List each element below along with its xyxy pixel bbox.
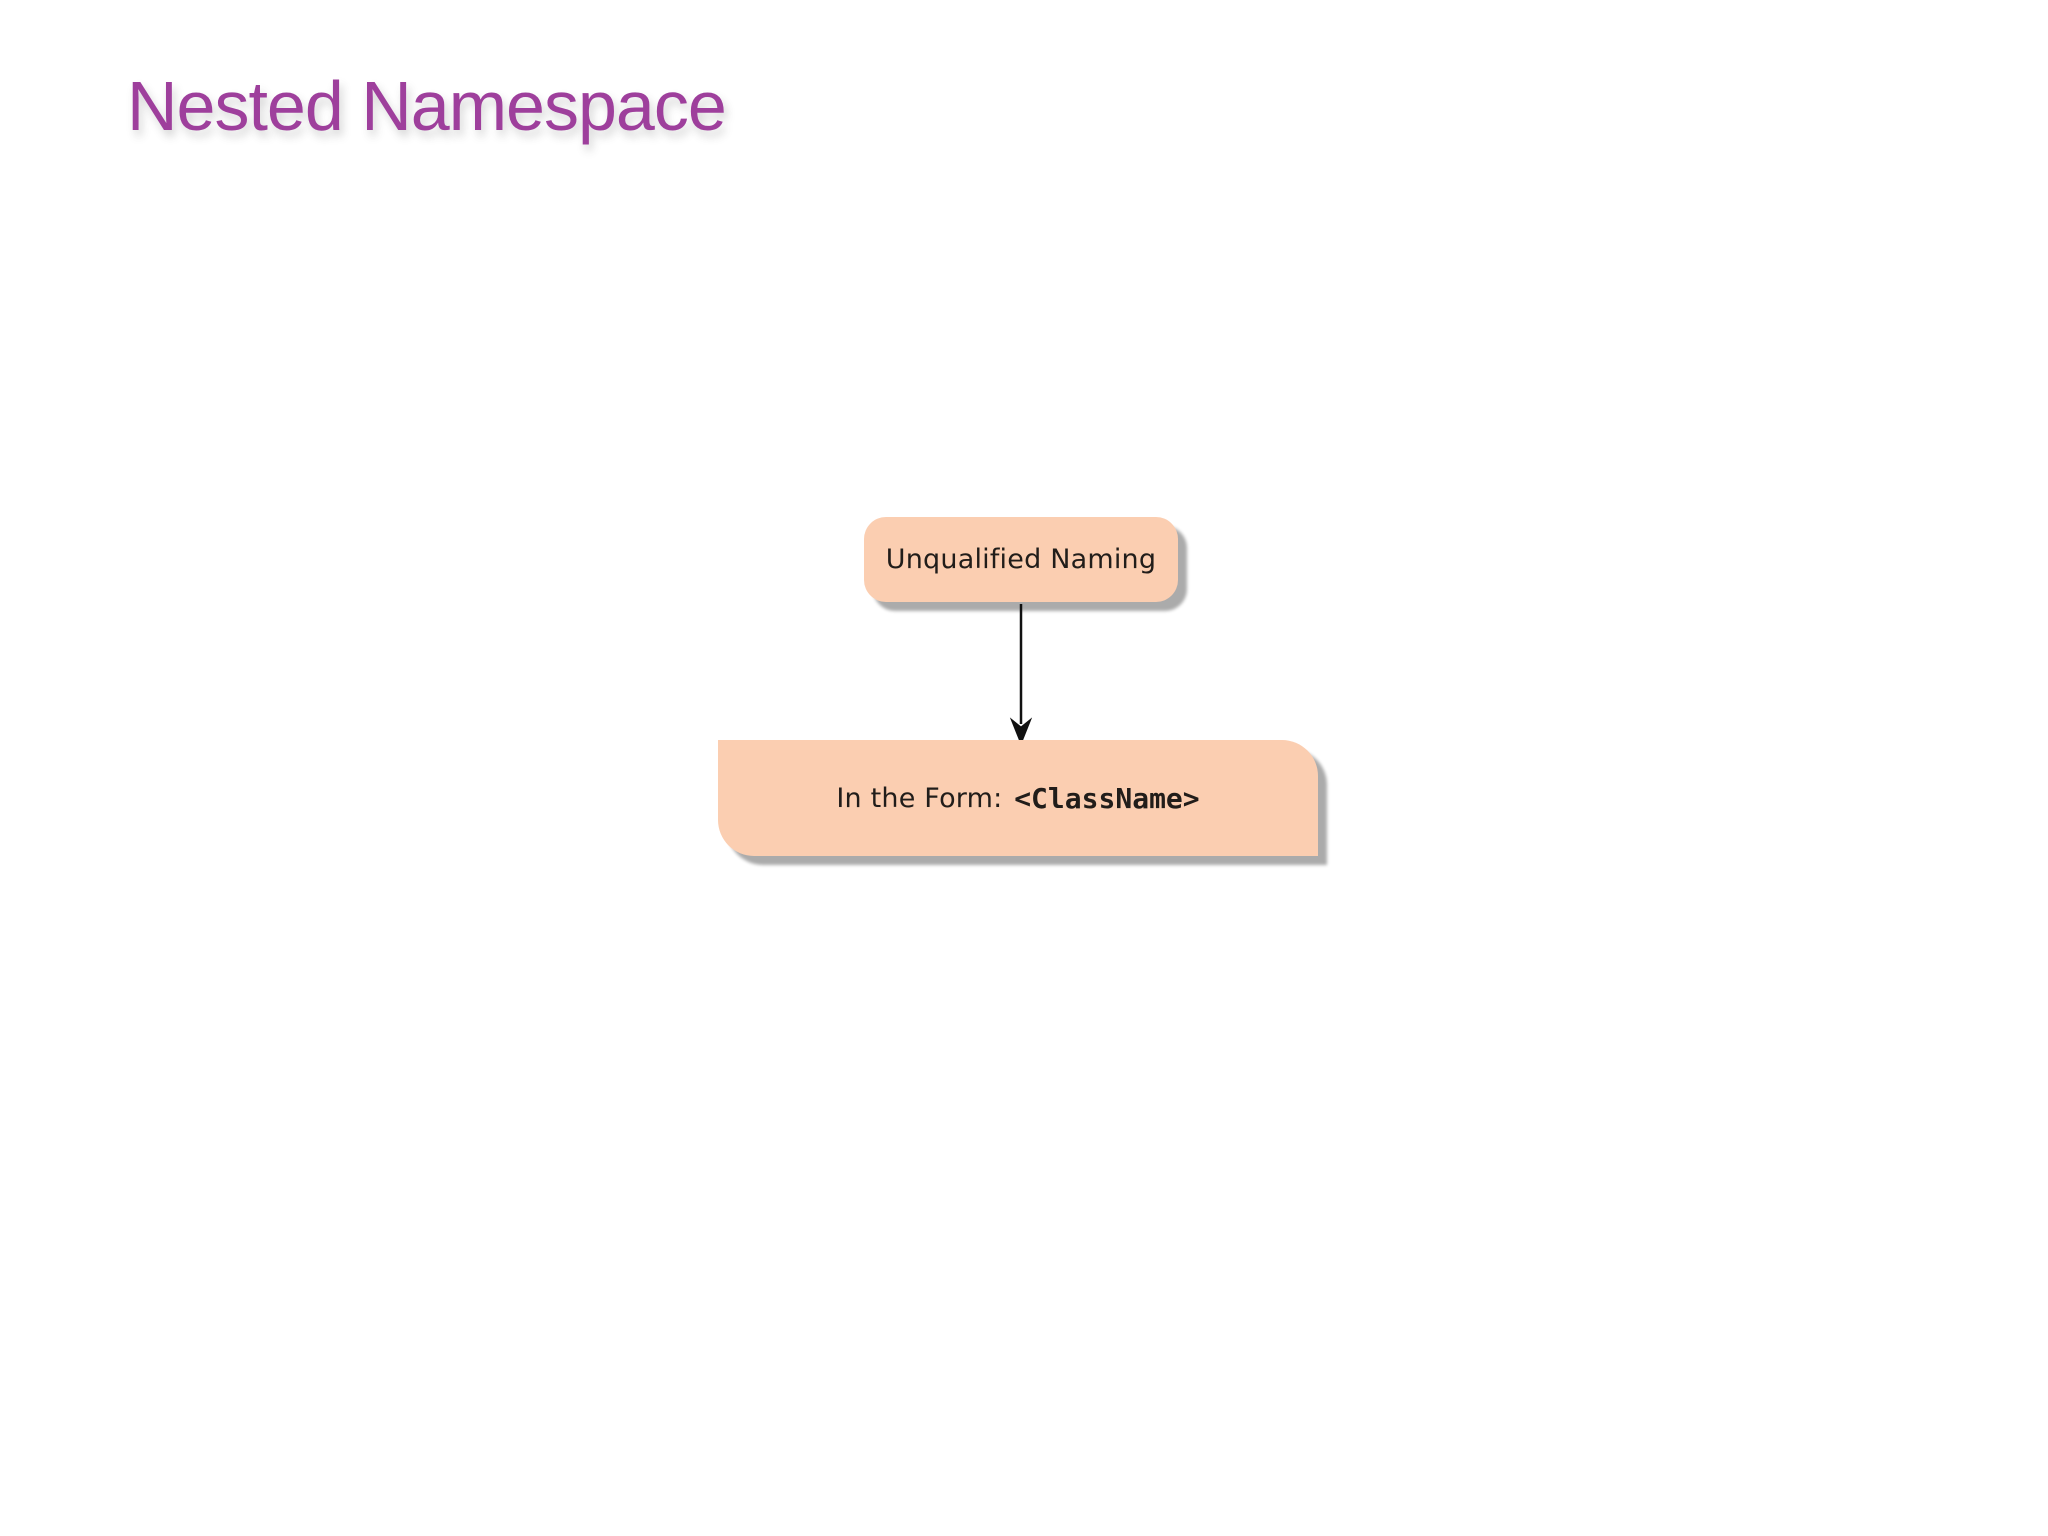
arrowhead-icon bbox=[1009, 717, 1033, 746]
down-arrow-connector bbox=[1009, 604, 1033, 746]
node-unqualified-naming: Unqualified Naming bbox=[864, 517, 1178, 602]
node-in-the-form-label: In the Form: bbox=[836, 782, 1012, 814]
slide-title: Nested Namespace bbox=[127, 67, 727, 145]
node-in-the-form-code: <ClassName> bbox=[1014, 781, 1200, 815]
node-in-the-form: In the Form: <ClassName> bbox=[718, 740, 1318, 856]
node-unqualified-naming-label: Unqualified Naming bbox=[885, 544, 1157, 575]
